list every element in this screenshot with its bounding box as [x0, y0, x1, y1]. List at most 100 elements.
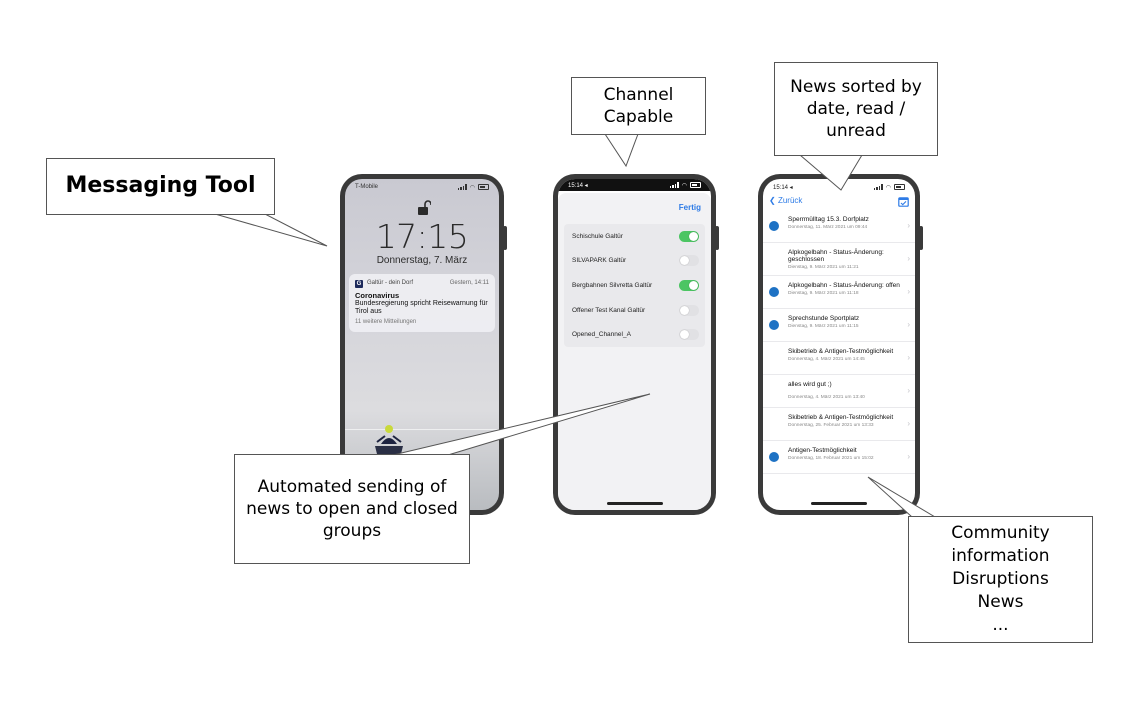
notification-more-count[interactable]: 11 weitere Mitteilungen	[355, 319, 417, 325]
chevron-right-icon: ›	[907, 320, 910, 329]
channel-row[interactable]: Offener Test Kanal Galtür	[564, 298, 705, 323]
channel-toggle[interactable]	[679, 230, 699, 242]
notification-app-name: Galtür - dein Dorf	[367, 280, 414, 286]
news-sorted-text: News sorted by date, read / unread	[790, 76, 922, 142]
status-bar-background	[558, 179, 711, 191]
channel-sheet: Fertig Schischule Galtür SILVAPARK Galtü…	[558, 193, 711, 510]
channel-label: Offener Test Kanal Galtür	[572, 306, 646, 314]
status-bar: 15:14 ◂ ◠	[568, 180, 701, 190]
unread-dot-icon	[769, 320, 779, 330]
community-info-text: Community information Disruptions News .…	[951, 523, 1050, 635]
news-title: Skibetrieb & Antigen-Testmöglichkeit	[788, 414, 894, 421]
channel-toggle[interactable]	[679, 279, 699, 291]
news-date: Donnerstag, 4. März 2021 um 13:40	[788, 395, 865, 400]
news-date: Donnerstag, 4. März 2021 um 14:45	[788, 357, 865, 362]
signal-icon	[669, 182, 679, 188]
wifi-icon: ◠	[681, 182, 687, 189]
calendar-check-icon[interactable]	[898, 196, 909, 207]
done-button[interactable]: Fertig	[678, 203, 701, 212]
battery-icon	[690, 182, 701, 188]
notification-body: Bundesregierung spricht Reisewarnung für…	[355, 300, 488, 316]
back-button[interactable]: ❮ Zurück	[769, 196, 802, 205]
status-bar: 15:14 ◂ ◠	[773, 182, 905, 192]
channel-list: Schischule Galtür SILVAPARK Galtür Bergb…	[564, 224, 705, 347]
news-item[interactable]: Alpkogelbahn - Status-Änderung: geschlos…	[763, 243, 915, 276]
news-title: Alpkogelbahn - Status-Änderung: offen	[788, 282, 900, 289]
notification-time: Gestern, 14:11	[449, 280, 489, 286]
status-bar: T-Mobile ◠	[355, 182, 489, 192]
chevron-right-icon: ›	[907, 452, 910, 461]
chevron-left-icon: ❮	[769, 196, 776, 205]
push-notification[interactable]: G Galtür - dein Dorf Gestern, 14:11 Coro…	[349, 274, 495, 332]
automated-sending-text: Automated sending of news to open and cl…	[246, 476, 458, 542]
channel-row[interactable]: Bergbahnen Silvretta Galtür	[564, 273, 705, 298]
unread-dot-icon	[769, 452, 779, 462]
channel-toggle[interactable]	[679, 329, 699, 341]
chevron-right-icon: ›	[907, 287, 910, 296]
news-title: Sprechstunde Sportplatz	[788, 315, 860, 322]
channel-toggle[interactable]	[679, 304, 699, 316]
automated-sending-callout: Automated sending of news to open and cl…	[234, 454, 470, 564]
channel-toggle[interactable]	[679, 255, 699, 267]
news-sorted-callout: News sorted by date, read / unread	[774, 62, 938, 156]
news-title: alles wird gut ;)	[788, 381, 832, 388]
news-title: Alpkogelbahn - Status-Änderung: geschlos…	[788, 249, 884, 264]
notification-title: Coronavirus	[355, 291, 400, 300]
channel-capable-callout: Channel Capable	[571, 77, 706, 135]
skier-photo	[375, 425, 403, 454]
news-date: Dienstag, 9. März 2021 um 11:18	[788, 291, 859, 296]
carrier-label: T-Mobile	[355, 184, 379, 190]
lockscreen-date: Donnerstag, 7. März	[376, 255, 468, 266]
chevron-right-icon: ›	[907, 254, 910, 263]
unread-dot-icon	[769, 287, 779, 297]
news-title: Antigen-Testmöglichkeit	[788, 447, 857, 454]
battery-icon	[894, 184, 905, 190]
signal-icon	[873, 184, 883, 190]
signal-icon	[457, 184, 467, 190]
channels-phone: 15:14 ◂ ◠ Fertig Schischule Galtür SILVA…	[553, 174, 719, 515]
news-date: Donnerstag, 18. Februar 2021 um 15:02	[788, 456, 874, 461]
news-item[interactable]: alles wird gut ;) Donnerstag, 4. März 202…	[763, 375, 915, 408]
chevron-right-icon: ›	[907, 386, 910, 395]
lockscreen-time: 17:15	[375, 217, 469, 256]
messaging-tool-pointer	[214, 213, 328, 247]
back-label: Zurück	[777, 196, 803, 205]
home-indicator[interactable]	[606, 502, 663, 505]
app-icon: G	[355, 280, 363, 288]
news-date: Dienstag, 9. März 2021 um 11:21	[788, 265, 859, 270]
channel-row[interactable]: Opened_Channel_A	[564, 322, 705, 347]
news-phone: 15:14 ◂ ◠ ❮ Zurück Sperrmülltag 15.3. Do…	[758, 174, 923, 515]
phone-side-button	[715, 226, 719, 250]
channel-label: Schischule Galtür	[572, 232, 623, 240]
nav-bar: ❮ Zurück	[763, 193, 915, 209]
channel-settings-screen: 15:14 ◂ ◠ Fertig Schischule Galtür SILVA…	[558, 179, 711, 510]
channel-label: Opened_Channel_A	[572, 331, 631, 339]
channel-capable-text: Channel Capable	[603, 84, 674, 127]
phone-side-button	[503, 226, 507, 250]
unread-dot-icon	[769, 221, 779, 231]
news-title: Sperrmülltag 15.3. Dorfplatz	[788, 216, 869, 223]
phone-side-button	[919, 226, 923, 250]
news-title: Skibetrieb & Antigen-Testmöglichkeit	[788, 348, 894, 355]
wifi-icon: ◠	[469, 184, 475, 191]
chevron-right-icon: ›	[907, 419, 910, 428]
status-clock: 15:14 ◂	[773, 184, 793, 191]
channel-row[interactable]: SILVAPARK Galtür	[564, 249, 705, 274]
news-list-screen: 15:14 ◂ ◠ ❮ Zurück Sperrmülltag 15.3. Do…	[763, 179, 915, 510]
channel-capable-pointer	[604, 133, 639, 168]
home-indicator[interactable]	[811, 502, 867, 505]
chevron-right-icon: ›	[907, 221, 910, 230]
news-date: Donnerstag, 11. März 2021 um 09:44	[788, 225, 868, 230]
channel-label: Bergbahnen Silvretta Galtür	[572, 281, 653, 289]
unlocked-padlock-icon	[418, 200, 431, 215]
channel-row[interactable]: Schischule Galtür	[564, 224, 705, 249]
news-date: Dienstag, 9. März 2021 um 11:15	[788, 324, 859, 329]
status-clock: 15:14 ◂	[568, 182, 588, 189]
